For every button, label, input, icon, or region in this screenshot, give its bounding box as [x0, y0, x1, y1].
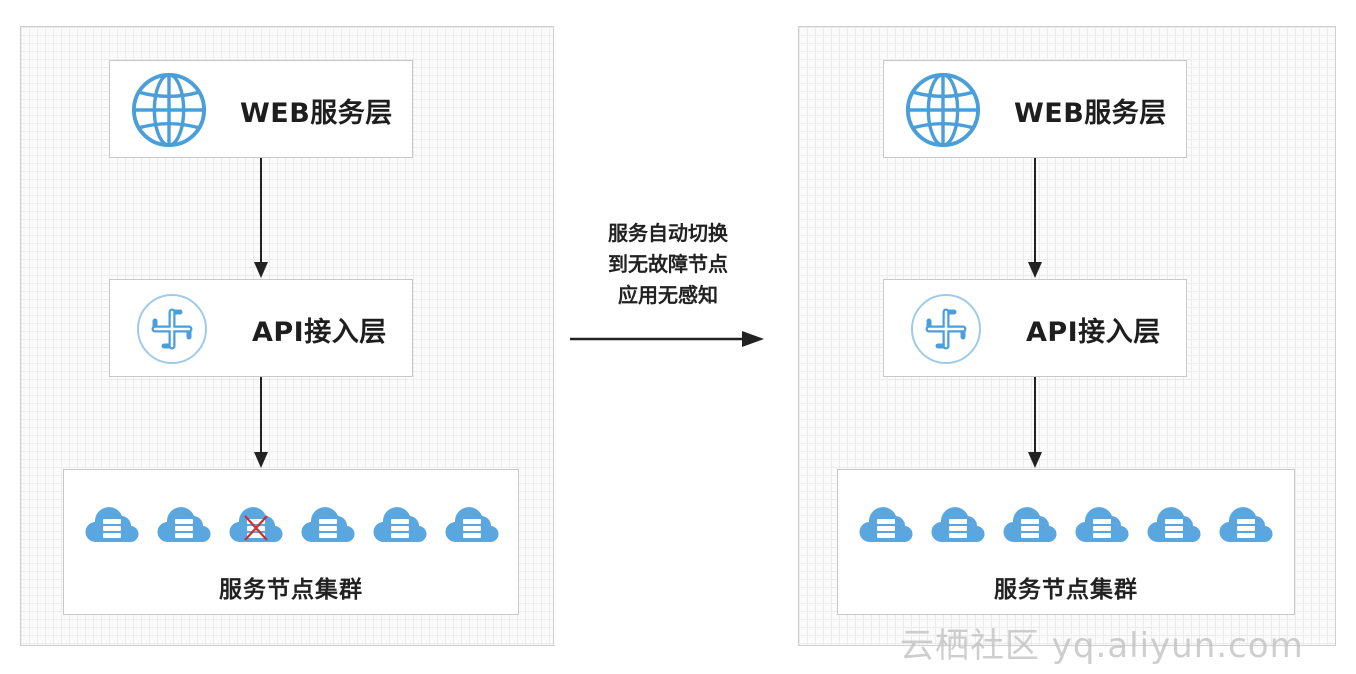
- server-cloud-icon: [84, 502, 140, 546]
- right-panel-after-failover: WEB服务层 API接入层 服务节点集群: [798, 26, 1336, 646]
- watermark: 云栖社区 yq.aliyun.com: [900, 626, 1304, 666]
- arrow-api-to-cluster: [254, 377, 268, 468]
- api-layer-box: API接入层: [109, 279, 413, 377]
- server-cloud-icon: [1218, 502, 1274, 546]
- left-node-list: [84, 502, 500, 548]
- cluster-label: 服务节点集群: [994, 577, 1138, 603]
- web-layer-box: WEB服务层: [109, 60, 413, 158]
- api-gateway-icon: [137, 294, 207, 364]
- server-cloud-icon: [444, 502, 500, 546]
- failover-line-1: 服务自动切换: [608, 221, 728, 245]
- api-layer-box: API接入层: [883, 279, 1187, 377]
- server-cloud-icon: [156, 502, 212, 546]
- server-cloud-failed-icon: [228, 502, 284, 546]
- cluster-label: 服务节点集群: [219, 577, 363, 603]
- web-layer-label: WEB服务层: [1014, 98, 1167, 129]
- failover-description: 服务自动切换 到无故障节点 应用无感知: [568, 218, 768, 311]
- left-panel-before-failover: WEB服务层 API接入层 服务节点集群: [20, 26, 554, 646]
- failover-arrow: [570, 331, 764, 347]
- api-gateway-icon: [911, 294, 981, 364]
- server-cloud-icon: [1146, 502, 1202, 546]
- failover-line-3: 应用无感知: [618, 283, 718, 307]
- server-cloud-icon: [858, 502, 914, 546]
- service-cluster-box: 服务节点集群: [63, 469, 519, 615]
- arrow-api-to-cluster: [1028, 377, 1042, 468]
- arrow-web-to-api: [254, 158, 268, 278]
- server-cloud-icon: [1002, 502, 1058, 546]
- web-layer-label: WEB服务层: [240, 98, 393, 129]
- server-cloud-icon: [372, 502, 428, 546]
- globe-icon: [131, 72, 207, 148]
- server-cloud-icon: [930, 502, 986, 546]
- globe-icon: [905, 72, 981, 148]
- service-cluster-box: 服务节点集群: [837, 469, 1295, 615]
- server-cloud-icon: [300, 502, 356, 546]
- right-node-list: [858, 502, 1274, 548]
- api-layer-label: API接入层: [252, 317, 387, 348]
- failover-line-2: 到无故障节点: [608, 252, 728, 276]
- server-cloud-icon: [1074, 502, 1130, 546]
- arrow-web-to-api: [1028, 158, 1042, 278]
- api-layer-label: API接入层: [1026, 317, 1161, 348]
- web-layer-box: WEB服务层: [883, 60, 1187, 158]
